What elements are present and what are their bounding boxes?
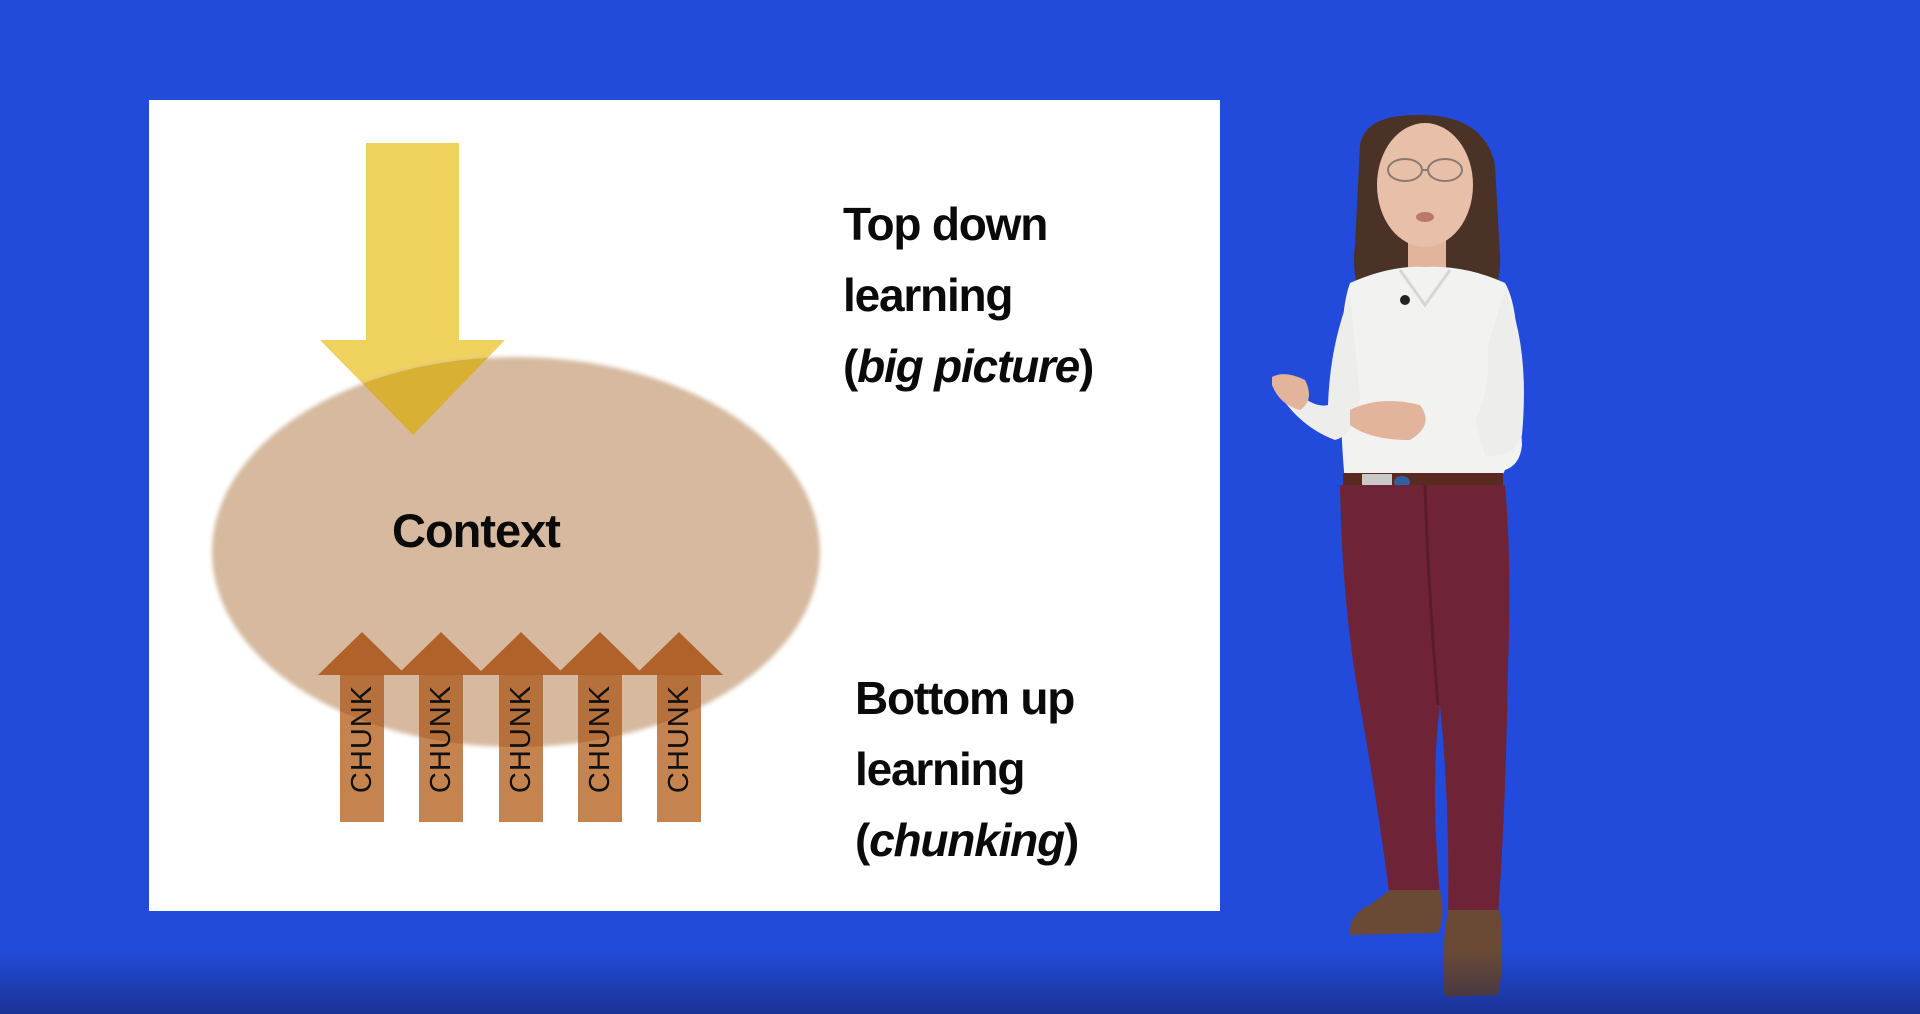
boot-right [1443, 910, 1503, 997]
chunk-label: CHUNK [346, 684, 378, 794]
chunk-label: CHUNK [505, 684, 537, 794]
chunk-label: CHUNK [425, 684, 457, 794]
top-text-line3: (big picture) [843, 331, 1094, 402]
top-text-line1: Top down [843, 198, 1048, 250]
chunk-label: CHUNK [663, 684, 695, 794]
learning-diagram [212, 143, 820, 822]
trousers [1340, 485, 1510, 917]
face [1377, 123, 1473, 247]
top-down-learning-text: Top down learning (big picture) [843, 189, 1094, 402]
paren-close: ) [1079, 340, 1094, 392]
big-picture-text: big picture [857, 340, 1080, 392]
slide-panel: Context CHUNK CHUNK CHUNK CHUNK CHUNK To… [149, 100, 1220, 911]
context-label: Context [392, 504, 561, 557]
bottom-up-learning-text: Bottom up learning (chunking) [855, 663, 1079, 876]
bottom-text-line1: Bottom up [855, 672, 1075, 724]
bottom-text-line2: learning [855, 743, 1026, 795]
hand-left [1272, 374, 1309, 410]
hand-right [1350, 401, 1426, 440]
paren-close: ) [1063, 814, 1079, 866]
chunking-text: chunking [869, 814, 1065, 866]
presenter-figure [1272, 114, 1524, 997]
bottom-shade [0, 950, 1920, 1014]
top-text-line2: learning [843, 269, 1014, 321]
glasses-icon [1387, 158, 1463, 182]
paren-open: ( [855, 814, 870, 866]
chunk-label: CHUNK [584, 684, 616, 794]
boot-left [1349, 890, 1443, 935]
bottom-text-line3: (chunking) [855, 805, 1079, 876]
paren-open: ( [843, 340, 858, 392]
chunk-arrows [318, 632, 723, 822]
